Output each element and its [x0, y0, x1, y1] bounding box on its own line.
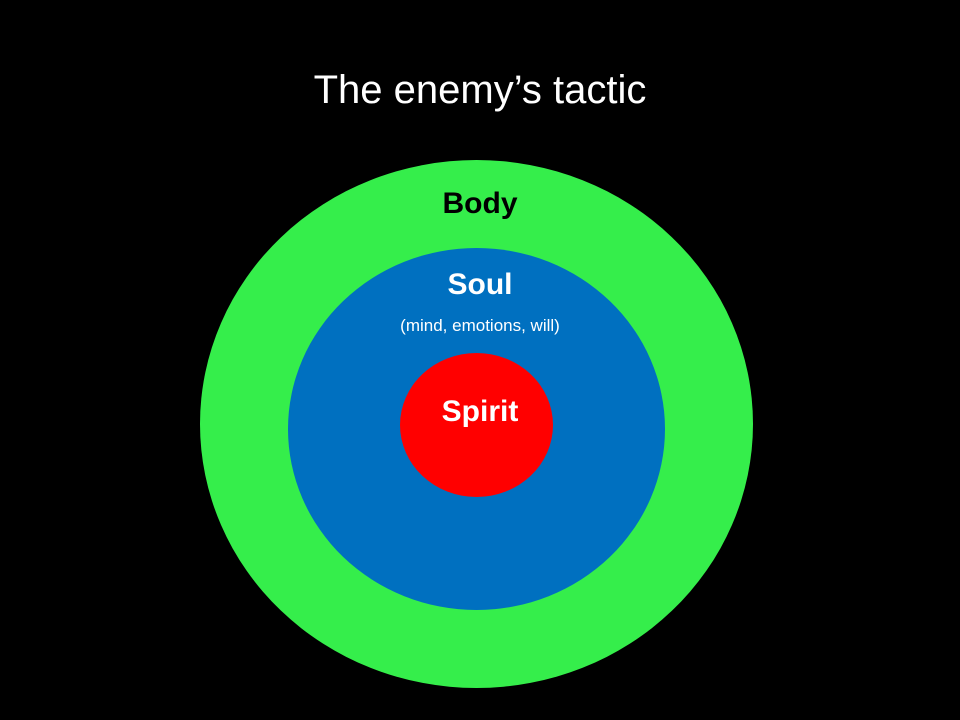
spirit-circle	[400, 353, 553, 497]
soul-sublabel: (mind, emotions, will)	[400, 316, 560, 335]
slide-title: The enemy’s tactic	[313, 68, 647, 112]
soul-label: Soul	[447, 268, 513, 301]
body-label: Body	[442, 187, 518, 220]
spirit-label: Spirit	[441, 395, 519, 428]
